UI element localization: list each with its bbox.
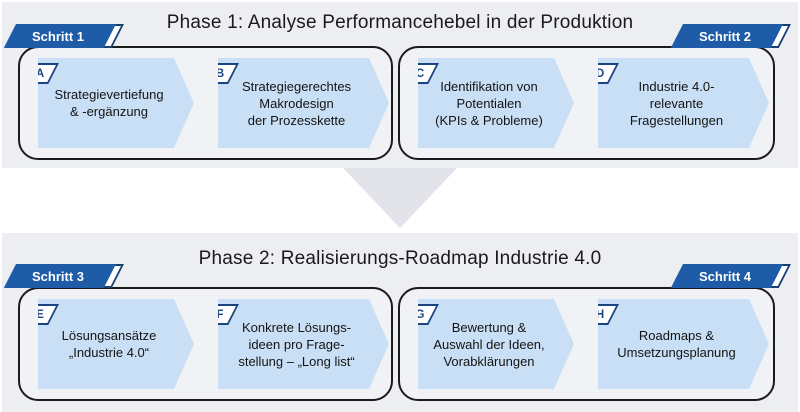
arrow-d-line3: Fragestellungen <box>629 112 724 128</box>
arrow-h-line1: Roadmaps & <box>638 328 715 343</box>
step2-ribbon-label: Schritt 2 <box>698 28 751 44</box>
arrow-f-line3: stellung – „Long list“ <box>238 353 355 369</box>
arrow-f-label: Konkrete Lösungs- ideen pro Frage- stell… <box>232 319 374 370</box>
phase2-panel: Phase 2: Realisierungs-Roadmap Industrie… <box>2 233 798 412</box>
badge-g-letter: G <box>415 308 425 321</box>
arrow-a-line1: Strategievertiefung <box>54 87 164 102</box>
arrow-d-line2: relevante <box>649 95 704 111</box>
phase2-group-step3: E Lösungsansätze „Industrie 4.0“ F Konkr… <box>18 287 393 401</box>
step1-ribbon-label: Schritt 1 <box>31 28 84 44</box>
arrow-e-line1: Lösungsansätze <box>61 328 157 343</box>
arrow-a-line2: & -ergänzung <box>69 104 149 119</box>
step4-ribbon-label: Schritt 4 <box>698 268 751 284</box>
arrow-c-line1: Identifikation von <box>440 78 538 94</box>
process-arrow-e: E Lösungsansätze „Industrie 4.0“ <box>38 299 194 389</box>
badge-e-letter: E <box>36 308 44 321</box>
badge-h-letter: H <box>595 308 605 321</box>
badge-d-letter: D <box>595 67 605 80</box>
arrow-e-line2: „Industrie 4.0“ <box>68 345 150 360</box>
arrow-h-label: Roadmaps & Umsetzungsplanung <box>611 327 756 361</box>
phase-connector-down-arrow-icon <box>343 168 457 228</box>
arrow-c-line3: (KPIs & Probleme) <box>435 112 543 128</box>
arrow-g-line1: Bewertung & <box>451 319 527 335</box>
badge-g: G <box>413 304 439 325</box>
step2-ribbon: Schritt 2 <box>670 24 795 48</box>
arrow-h-line2: Umsetzungsplanung <box>617 345 736 360</box>
process-arrow-c: C Identifikation von Potentialen (KPIs &… <box>418 58 574 148</box>
badge-a-letter: A <box>35 67 45 80</box>
badge-c-letter: C <box>415 67 425 80</box>
phase2-group-step4: G Bewertung & Auswahl der Ideen, Vorabkl… <box>398 287 775 401</box>
phase2-title: Phase 2: Realisierungs-Roadmap Industrie… <box>198 248 602 269</box>
arrow-a-label: Strategievertiefung & -ergänzung <box>48 86 183 120</box>
phase1-panel: Phase 1: Analyse Performancehebel in der… <box>2 2 798 168</box>
step3-ribbon: Schritt 3 <box>3 264 128 288</box>
arrow-b-label: Strategiegerechtes Makrodesign der Proze… <box>236 78 371 129</box>
badge-d: D <box>593 63 619 84</box>
arrow-b-line2: Makrodesign <box>259 95 334 111</box>
step4-ribbon: Schritt 4 <box>670 264 795 288</box>
arrow-e-label: Lösungsansätze „Industrie 4.0“ <box>56 327 177 361</box>
badge-b-letter: B <box>215 67 225 80</box>
arrow-c-label: Identifikation von Potentialen (KPIs & P… <box>429 78 563 129</box>
process-arrow-h: H Roadmaps & Umsetzungsplanung <box>598 299 769 389</box>
arrow-f-line1: Konkrete Lösungs- <box>241 319 352 335</box>
process-arrow-a: A Strategievertiefung & -ergänzung <box>38 58 194 148</box>
badge-c: C <box>413 63 439 84</box>
arrow-g-label: Bewertung & Auswahl der Ideen, Vorabklär… <box>427 319 564 370</box>
badge-b: B <box>213 63 239 84</box>
phase1-group-step1: A Strategievertiefung & -ergänzung B Str… <box>18 46 393 160</box>
arrow-d-line1: Industrie 4.0- <box>638 78 715 94</box>
process-arrow-b: B Strategiegerechtes Makrodesign der Pro… <box>218 58 389 148</box>
arrow-d-label: Industrie 4.0- relevante Fragestellungen <box>624 78 743 129</box>
phase1-group-step2: C Identifikation von Potentialen (KPIs &… <box>398 46 775 160</box>
process-arrow-g: G Bewertung & Auswahl der Ideen, Vorabkl… <box>418 299 574 389</box>
arrow-f-line2: ideen pro Frage- <box>248 336 345 352</box>
step3-ribbon-label: Schritt 3 <box>31 268 84 284</box>
step1-ribbon: Schritt 1 <box>3 24 128 48</box>
badge-f-letter: F <box>216 308 224 321</box>
arrow-b-line1: Strategiegerechtes <box>241 78 352 94</box>
arrow-g-line2: Auswahl der Ideen, <box>433 336 545 352</box>
phase1-title: Phase 1: Analyse Performancehebel in der… <box>166 12 634 33</box>
arrow-b-line3: der Prozesskette <box>247 112 346 128</box>
badge-h: H <box>593 304 619 325</box>
process-arrow-d: D Industrie 4.0- relevante Fragestellung… <box>598 58 769 148</box>
badge-f: F <box>213 304 239 325</box>
process-arrow-f: F Konkrete Lösungs- ideen pro Frage- ste… <box>218 299 389 389</box>
badge-e: E <box>33 304 59 325</box>
arrow-g-line3: Vorabklärungen <box>443 353 535 369</box>
arrow-c-line2: Potentialen <box>456 95 522 111</box>
badge-a: A <box>33 63 59 84</box>
